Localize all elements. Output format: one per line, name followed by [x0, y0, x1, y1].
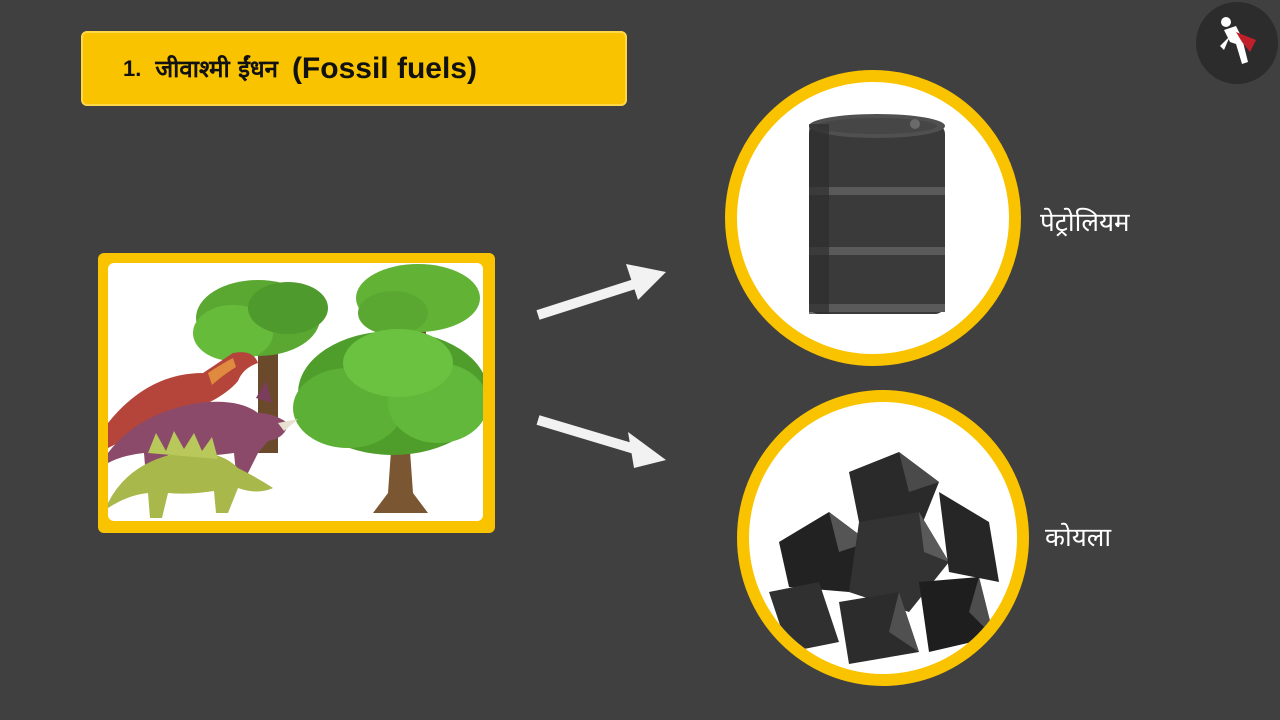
title-number: 1. — [123, 55, 142, 81]
runner-logo-icon — [1220, 17, 1256, 64]
prehistoric-scene-illustration — [108, 264, 483, 518]
title-hindi: जीवाश्मी ईंधन — [155, 55, 278, 83]
title-banner: 1. जीवाश्मी ईंधन (Fossil fuels) — [81, 31, 627, 106]
purple-triceratops-icon — [108, 381, 298, 478]
prehistoric-scene — [108, 263, 483, 521]
petroleum-label: पेट्रोलियम — [1040, 208, 1130, 238]
coal-label: कोयला — [1045, 523, 1112, 553]
coal-circle — [737, 390, 1029, 686]
arrow-right-icon — [536, 415, 666, 468]
prehistoric-scene-frame — [98, 253, 495, 533]
green-stegosaurus-icon — [108, 431, 273, 518]
back-tree-right-icon — [356, 264, 480, 403]
coal-lumps-icon — [769, 452, 999, 664]
title-english: (Fossil fuels) — [291, 51, 477, 85]
arrow-right-icon — [536, 264, 666, 320]
arrows-group — [536, 264, 666, 468]
front-tree-icon — [293, 329, 483, 513]
back-tree-left-icon — [193, 280, 328, 453]
channel-logo — [1196, 2, 1278, 84]
oil-barrel-icon — [809, 114, 945, 314]
petroleum-circle — [725, 70, 1021, 366]
